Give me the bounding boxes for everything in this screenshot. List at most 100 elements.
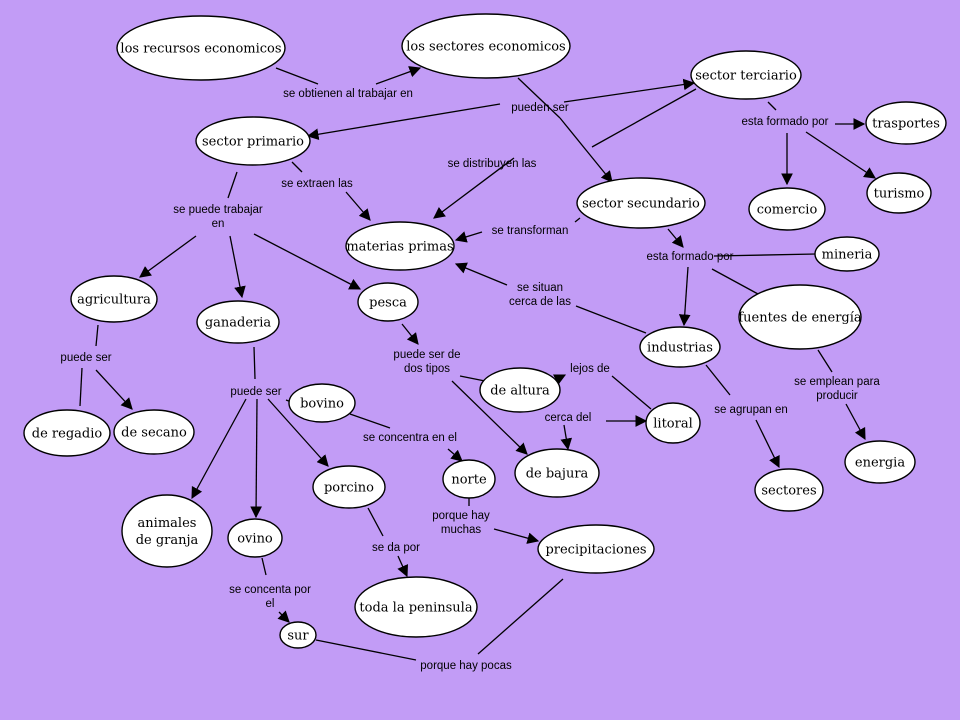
arrow-connector: [139, 235, 197, 278]
node-label: trasportes: [872, 117, 940, 132]
arrow-connector: [306, 103, 501, 141]
concept-node-secundario: sector secundario: [576, 177, 706, 229]
arrow-connector: [401, 323, 419, 345]
arrow-connector: [805, 131, 876, 179]
node-label: pesca: [369, 296, 407, 311]
node-label: mineria: [822, 248, 873, 263]
concept-node-precipitaciones: precipitaciones: [537, 524, 655, 574]
node-ellipse: [442, 459, 496, 499]
line-connector: [253, 346, 256, 380]
node-label: industrias: [647, 341, 713, 356]
link-label-l18: muchas: [441, 524, 482, 536]
link-label-l12: lejos de: [570, 363, 610, 375]
node-ellipse: [690, 50, 802, 100]
node-ellipse: [354, 576, 478, 638]
concept-node-turismo: turismo: [866, 172, 932, 214]
arrow-connector: [678, 266, 691, 327]
line-connector: [315, 639, 417, 661]
concept-nodes: los recursos economicos los sectores econ…: [23, 13, 947, 649]
concept-node-ovino: ovino: [227, 518, 283, 558]
concept-node-peninsula: toda la peninsula: [354, 576, 478, 638]
arrow-connector: [250, 398, 262, 519]
node-label: toda la peninsula: [359, 601, 472, 616]
arrow-connector: [345, 191, 371, 221]
link-label-l16: se agrupan en: [714, 404, 788, 416]
node-ellipse: [865, 101, 947, 145]
line-connector: [261, 557, 267, 576]
connector-lines: [79, 66, 876, 661]
node-ellipse: [754, 468, 824, 512]
line-connector: [574, 217, 581, 223]
node-label: materias primas: [346, 240, 453, 255]
arrow-connector: [229, 235, 246, 299]
node-ellipse: [748, 187, 826, 231]
arrow-connector: [397, 555, 409, 578]
link-label-l14: puede ser: [230, 386, 281, 398]
link-label-l21: porque hay pocas: [420, 660, 512, 672]
node-ellipse: [345, 221, 455, 271]
node-label: energia: [855, 456, 905, 471]
node-ellipse: [576, 177, 706, 229]
node-label: sectores: [761, 484, 816, 499]
line-connector: [591, 88, 697, 148]
link-label-l18: porque hay: [432, 510, 490, 522]
line-connector: [713, 253, 817, 257]
line-connector: [275, 67, 319, 85]
concept-node-altura: de altura: [479, 367, 561, 413]
line-connector: [291, 161, 303, 173]
node-label: litoral: [653, 417, 693, 432]
line-connector: [817, 349, 833, 373]
node-label: los recursos economicos: [120, 42, 281, 57]
arrow-connector: [191, 398, 247, 500]
node-ellipse: [514, 448, 600, 498]
concept-node-ganaderia: ganaderia: [196, 300, 280, 344]
arrow-connector: [493, 528, 540, 544]
node-ellipse: [288, 383, 356, 423]
node-label: animales: [138, 516, 197, 531]
node-ellipse: [196, 300, 280, 344]
node-ellipse: [814, 236, 880, 272]
link-label-l6: en: [212, 218, 225, 230]
node-ellipse: [479, 367, 561, 413]
arrow-connector: [559, 117, 613, 183]
node-label: sector terciario: [695, 69, 797, 84]
node-label: ovino: [237, 532, 273, 547]
concept-node-sur: sur: [279, 621, 317, 649]
line-connector: [705, 364, 731, 396]
node-label: sur: [287, 629, 309, 644]
concept-node-secano: de secano: [113, 409, 195, 455]
node-label: de altura: [490, 384, 550, 399]
arrow-connector: [563, 78, 696, 103]
node-label: fuentes de energía: [738, 311, 862, 326]
node-label: los sectores economicos: [406, 40, 565, 55]
arrow-connector: [845, 403, 866, 441]
node-label: de bajura: [526, 467, 589, 482]
line-connector: [711, 268, 759, 295]
node-ellipse: [23, 409, 111, 457]
link-label-l6: se puede trabajar: [173, 204, 263, 216]
arrow-connector: [267, 398, 329, 467]
concept-node-norte: norte: [442, 459, 496, 499]
concept-node-materias: materias primas: [345, 221, 455, 271]
node-label: bovino: [300, 397, 344, 412]
link-label-l20: se concenta por: [229, 584, 311, 596]
arrow-connector: [95, 369, 133, 410]
concept-node-agricultura: agricultura: [70, 275, 158, 323]
concept-node-terciario: sector terciario: [690, 50, 802, 100]
concept-node-industrias: industrias: [639, 326, 721, 368]
node-ellipse: [312, 465, 386, 509]
node-label: de regadio: [32, 427, 103, 442]
concept-node-trasportes: trasportes: [865, 101, 947, 145]
node-label: ganaderia: [205, 316, 272, 331]
concept-node-bajura: de bajura: [514, 448, 600, 498]
concept-node-sectores-ec: los sectores economicos: [401, 13, 571, 79]
link-label-l9: cerca de las: [509, 296, 571, 308]
line-connector: [477, 578, 564, 655]
node-ellipse: [639, 326, 721, 368]
node-ellipse: [227, 518, 283, 558]
link-label-l10: puede ser: [60, 352, 111, 364]
node-ellipse: [645, 402, 701, 444]
